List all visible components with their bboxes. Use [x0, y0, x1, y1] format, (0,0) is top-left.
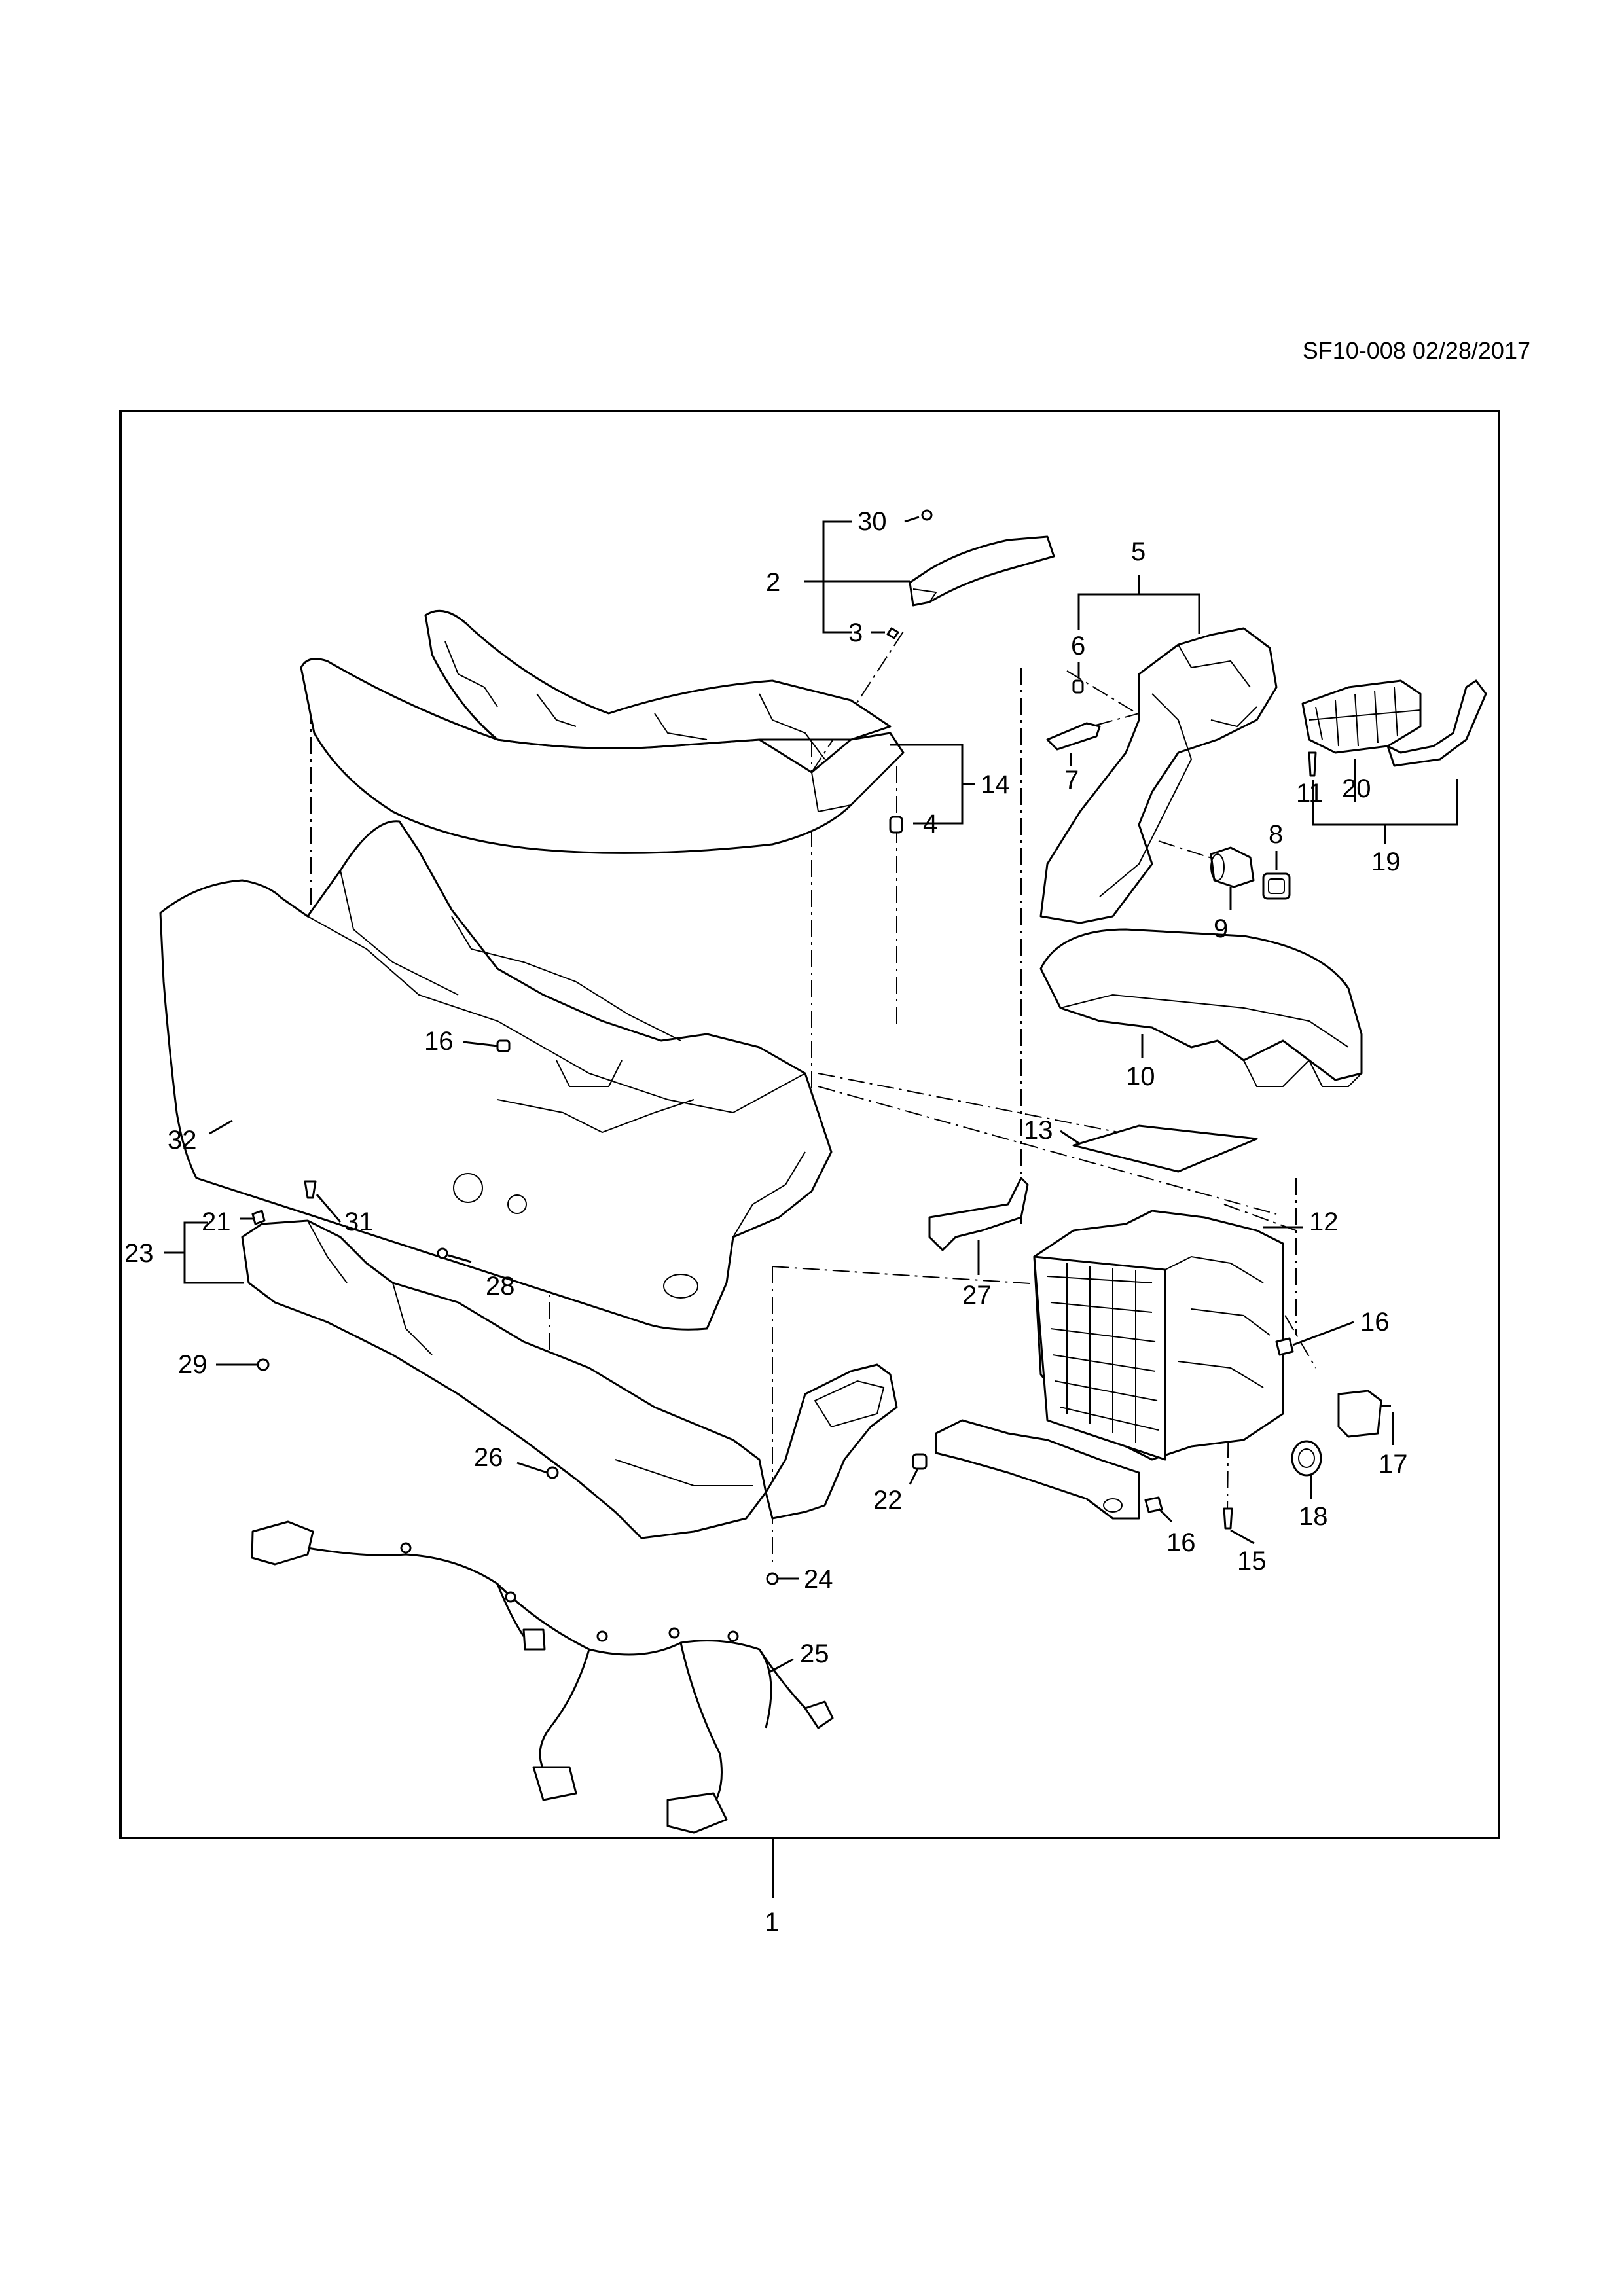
screw-15	[1223, 1507, 1233, 1530]
leader-lines	[164, 520, 1458, 1898]
assembly-frame	[119, 410, 1500, 1839]
callout-26: 26	[474, 1443, 503, 1472]
callout-10: 10	[1126, 1062, 1155, 1091]
callout-27: 27	[962, 1281, 992, 1310]
callout-1: 1	[765, 1908, 779, 1937]
callout-11: 11	[1296, 779, 1324, 808]
callout-5: 5	[1131, 537, 1146, 566]
callout-9: 9	[1214, 914, 1228, 943]
duct-outlet	[765, 1363, 898, 1520]
assembly-lines	[310, 631, 1316, 1568]
callout-24: 24	[804, 1565, 833, 1594]
callout-12: 12	[1309, 1208, 1339, 1236]
vent-bezel	[1386, 679, 1487, 767]
storage-mat	[1072, 1124, 1258, 1173]
speaker-18	[1291, 1440, 1322, 1477]
clip-21	[251, 1210, 266, 1225]
callout-labels: 30 2 3 14 4 5 6 7 11 20 19 8 9 10 13 12 …	[124, 507, 1408, 1937]
callout-32: 32	[168, 1126, 197, 1155]
clip-6	[1072, 679, 1084, 694]
callout-14: 14	[981, 770, 1010, 799]
callout-29: 29	[178, 1350, 208, 1379]
callout-13: 13	[1024, 1116, 1053, 1145]
clip-22	[912, 1453, 928, 1470]
callout-20: 20	[1342, 774, 1371, 803]
callout-16-left: 16	[424, 1027, 454, 1056]
callout-3: 3	[848, 619, 863, 647]
module-17	[1337, 1390, 1391, 1438]
screw-31	[304, 1180, 317, 1199]
screw-26	[546, 1466, 559, 1479]
callout-25: 25	[800, 1640, 829, 1668]
clip-4	[889, 816, 903, 834]
callout-17: 17	[1379, 1450, 1408, 1479]
mounting-bracket	[935, 1419, 1140, 1520]
clip-16-bottom	[1144, 1496, 1163, 1513]
screw-29	[257, 1358, 270, 1371]
callout-23: 23	[124, 1239, 154, 1268]
console-upper-trim	[300, 609, 905, 854]
bin-mesh-pattern	[1047, 1263, 1159, 1443]
fastener-30	[904, 509, 933, 523]
reference-code: SF10-008 02/28/2017	[1303, 337, 1530, 364]
screw-28	[437, 1247, 448, 1259]
callout-16-bottom: 16	[1166, 1528, 1196, 1557]
callout-31: 31	[344, 1208, 374, 1236]
callout-4: 4	[923, 810, 937, 838]
screw-11	[1308, 751, 1317, 777]
console-lower-body	[159, 820, 833, 1331]
bracket-7	[1046, 722, 1101, 751]
callout-19: 19	[1371, 848, 1401, 876]
callout-28: 28	[486, 1272, 515, 1300]
callout-7: 7	[1064, 766, 1079, 795]
rear-vent	[1301, 679, 1422, 754]
callout-6: 6	[1071, 632, 1085, 660]
screw-24	[766, 1572, 779, 1585]
console-side-panel	[1039, 627, 1278, 924]
callout-22: 22	[873, 1486, 903, 1515]
armrest-lid	[1039, 928, 1363, 1087]
clip-16-right	[1275, 1337, 1294, 1356]
wire-harness	[251, 1520, 834, 1834]
callout-8: 8	[1269, 820, 1283, 849]
storage-bin	[1033, 1210, 1284, 1461]
console-handle	[928, 1177, 1029, 1251]
callout-30: 30	[857, 507, 887, 536]
callout-16-right: 16	[1360, 1308, 1390, 1336]
power-outlet-9	[1210, 846, 1255, 888]
outlet-cap-8	[1262, 872, 1291, 900]
callout-15: 15	[1237, 1547, 1267, 1575]
callout-18: 18	[1299, 1502, 1328, 1531]
callout-21: 21	[202, 1208, 231, 1236]
armrest-pad	[909, 535, 1055, 607]
clip-16-left	[496, 1039, 511, 1052]
fastener-3	[886, 627, 899, 639]
callout-2: 2	[766, 568, 780, 597]
